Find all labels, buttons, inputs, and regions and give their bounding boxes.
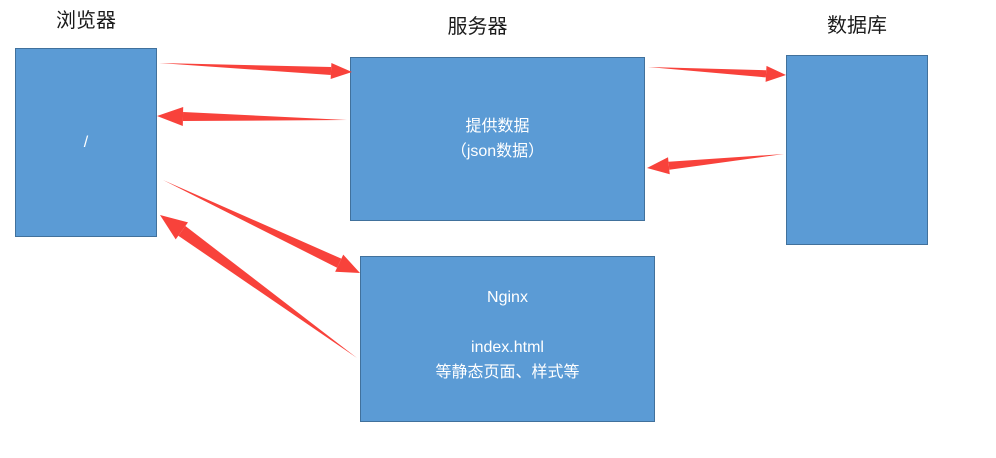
database-node (786, 55, 928, 245)
nginx-body-line3: 等静态页面、样式等 (435, 364, 580, 381)
server-body-line1: 提供数据 (465, 118, 530, 135)
server-node: 提供数据 （json数据） (350, 57, 645, 221)
browser-node: / (15, 48, 157, 237)
browser-label: 浏览器 (56, 10, 116, 32)
nginx-body-line1: Nginx (487, 289, 528, 306)
server-body-line2: （json数据） (450, 143, 545, 160)
nginx-to-browser-arrow (160, 215, 357, 358)
server-label: 服务器 (447, 16, 508, 38)
server-to-browser-arrow (157, 107, 347, 127)
database-to-server-arrow (647, 154, 784, 175)
browser-body-text: / (83, 134, 89, 151)
database-label: 数据库 (827, 15, 887, 37)
browser-to-server-arrow (159, 63, 352, 80)
browser-to-nginx-arrow (163, 180, 360, 273)
nginx-body-line2: index.html (471, 339, 544, 356)
server-to-database-arrow (648, 65, 786, 82)
nginx-node: Nginx index.html 等静态页面、样式等 (360, 256, 655, 422)
